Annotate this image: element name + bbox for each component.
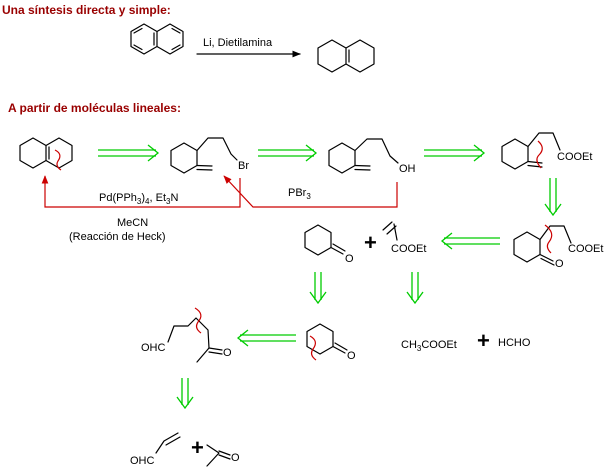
label-o-enone: O — [347, 350, 356, 362]
cyclohexanone-disconnection-structure — [306, 323, 348, 355]
retro-arrow-7 — [406, 272, 424, 305]
acrolein-structure — [155, 432, 181, 454]
naphthalene-structure — [130, 23, 184, 55]
label-cooet-acrylate: COOEt — [391, 243, 426, 255]
label-hcho: HCHO — [498, 337, 531, 349]
keto-ester-structure — [513, 225, 572, 266]
plus-sign-3: + — [191, 435, 204, 460]
reagent-pbr3: PBr3 — [288, 187, 311, 201]
retro-arrow-9 — [176, 378, 194, 410]
disconnection-mark-5 — [194, 307, 202, 334]
retro-arrow-4 — [544, 178, 562, 217]
unsaturated-ester-structure — [501, 132, 561, 170]
retro-arrow-6 — [309, 272, 327, 305]
retro-arrow-8 — [236, 329, 296, 347]
label-o-cyclohexanone: O — [345, 253, 354, 265]
label-ohc-acrolein: OHC — [130, 455, 155, 467]
plus-sign-1: + — [364, 230, 377, 255]
heading-linear-molecules: A partir de moléculas lineales: — [8, 101, 181, 115]
reagent-mecn: MeCN — [117, 217, 148, 229]
disconnection-mark-4 — [309, 335, 317, 361]
pbr3-forward-arrow — [223, 175, 398, 208]
disconnection-mark-2 — [536, 140, 543, 169]
label-oh: OH — [399, 163, 416, 175]
retro-arrow-1 — [98, 144, 160, 162]
octalin-structure — [317, 39, 375, 73]
heading-direct-synthesis: Una síntesis directa y simple: — [2, 3, 171, 17]
retro-arrow-2 — [258, 144, 318, 162]
retro-arrow-3 — [424, 144, 486, 162]
reagent-heck-catalyst: Pd(PPh3)4, Et3N — [99, 192, 178, 206]
keto-aldehyde-structure — [167, 317, 223, 363]
alkyl-bromide-structure — [170, 137, 238, 174]
retro-arrow-5 — [440, 232, 500, 250]
label-ohc-aldehyde: OHC — [141, 342, 166, 354]
reagent-heck-name: (Reacción de Heck) — [69, 231, 166, 243]
octalin-target-structure — [19, 137, 73, 169]
reagent-li-dietilamina: Li, Dietilamina — [203, 37, 273, 49]
plus-sign-2: + — [477, 328, 490, 353]
acetone-structure — [206, 444, 231, 467]
label-cooet-ester: COOEt — [557, 151, 592, 163]
disconnection-mark-1 — [54, 149, 62, 171]
label-cooet-ketoester: COOEt — [568, 243, 603, 255]
cyclohexanone-structure — [304, 224, 346, 256]
label-o-acetone: O — [231, 452, 240, 464]
label-o-ketone: O — [223, 347, 232, 359]
label-br: Br — [238, 160, 249, 172]
label-o-ketoester: O — [555, 258, 564, 270]
label-ethyl-acetate: CH3COOEt — [401, 339, 457, 353]
disconnection-mark-3 — [544, 224, 553, 254]
alcohol-structure — [328, 138, 399, 174]
ethyl-acrylate-structure — [382, 221, 398, 241]
